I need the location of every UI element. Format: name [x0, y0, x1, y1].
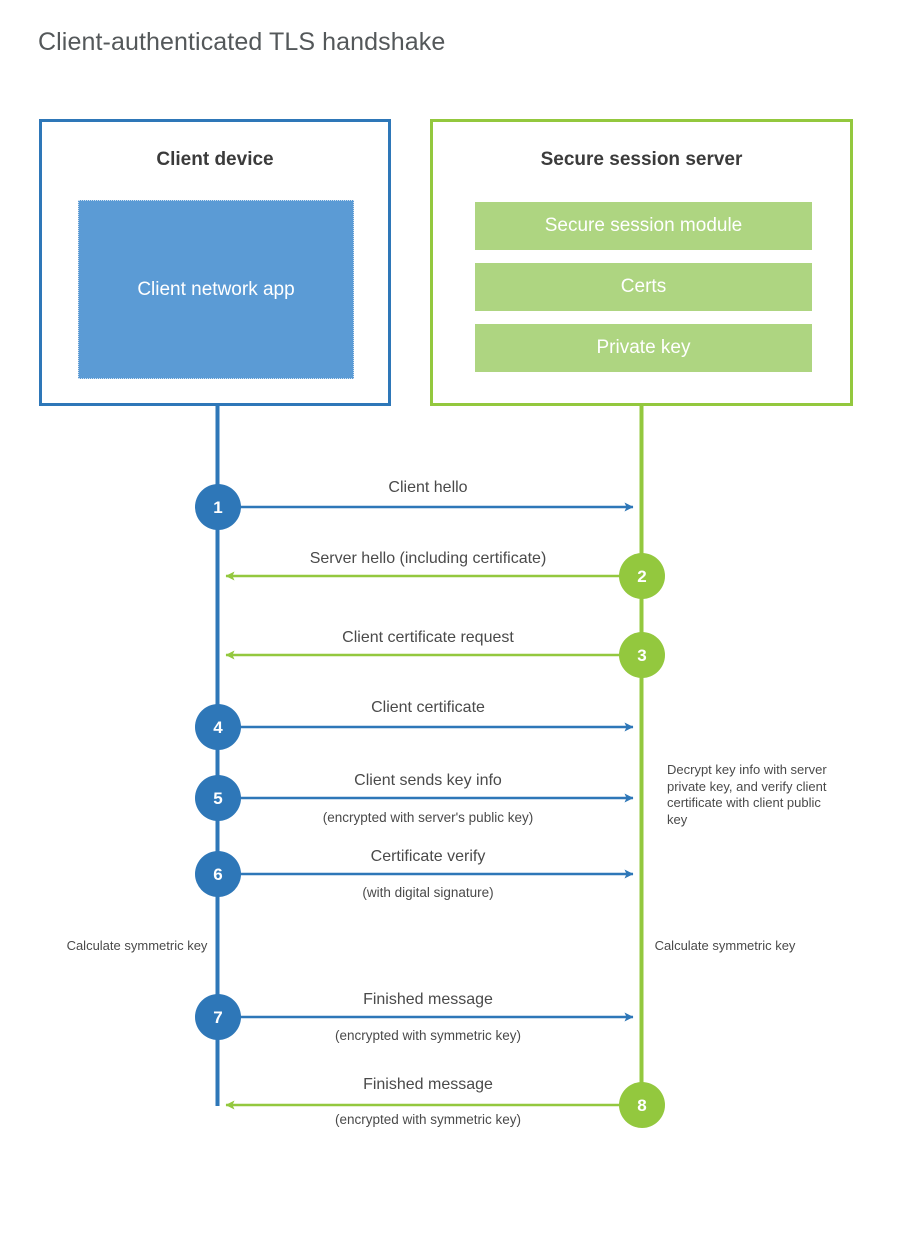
client-network-app-block: Client network app: [78, 200, 354, 379]
step-circle-3: [619, 632, 665, 678]
message-label-4: Client certificate: [371, 699, 485, 716]
message-sublabel-7: (encrypted with symmetric key): [334, 1028, 522, 1043]
note-server-decrypt: Decrypt key info with server private key…: [667, 762, 827, 827]
step-circle-6: [195, 851, 241, 897]
client-device-box: Client device Client network app: [39, 119, 391, 406]
message-label-8: Finished message: [363, 1076, 493, 1093]
message-label-7: Finished message: [363, 991, 493, 1008]
page-title: Client-authenticated TLS handshake: [38, 28, 446, 56]
step-circle-7: [195, 994, 241, 1040]
message-label-6: Certificate verify: [370, 848, 486, 865]
step-circle-5: [195, 775, 241, 821]
step-circle-1: [195, 484, 241, 530]
server-component-certs: Certs: [475, 263, 812, 311]
message-sublabel-6: (with digital signature): [362, 885, 494, 900]
message-label-1: Client hello: [388, 479, 468, 496]
message-label-3: Client certificate request: [342, 629, 514, 646]
step-circle-4: [195, 704, 241, 750]
secure-session-server-box: Secure session server Secure session mod…: [430, 119, 853, 406]
message-sublabel-5: (encrypted with server's public key): [322, 810, 534, 825]
step-circle-2: [619, 553, 665, 599]
note-client-calculate-symmetric-key: Calculate symmetric key: [66, 938, 208, 953]
client-device-title: Client device: [156, 149, 274, 170]
step-circle-8: [619, 1082, 665, 1128]
note-server-calculate-symmetric-key: Calculate symmetric key: [654, 938, 796, 953]
server-component-private-key: Private key: [475, 324, 812, 372]
secure-session-server-title: Secure session server: [540, 149, 743, 170]
client-network-app-label: Client network app: [137, 278, 295, 300]
message-sublabel-8: (encrypted with symmetric key): [334, 1112, 522, 1127]
server-component-secure-session-module: Secure session module: [475, 202, 812, 250]
message-label-5: Client sends key info: [354, 772, 502, 789]
message-label-2: Server hello (including certificate): [309, 550, 547, 567]
